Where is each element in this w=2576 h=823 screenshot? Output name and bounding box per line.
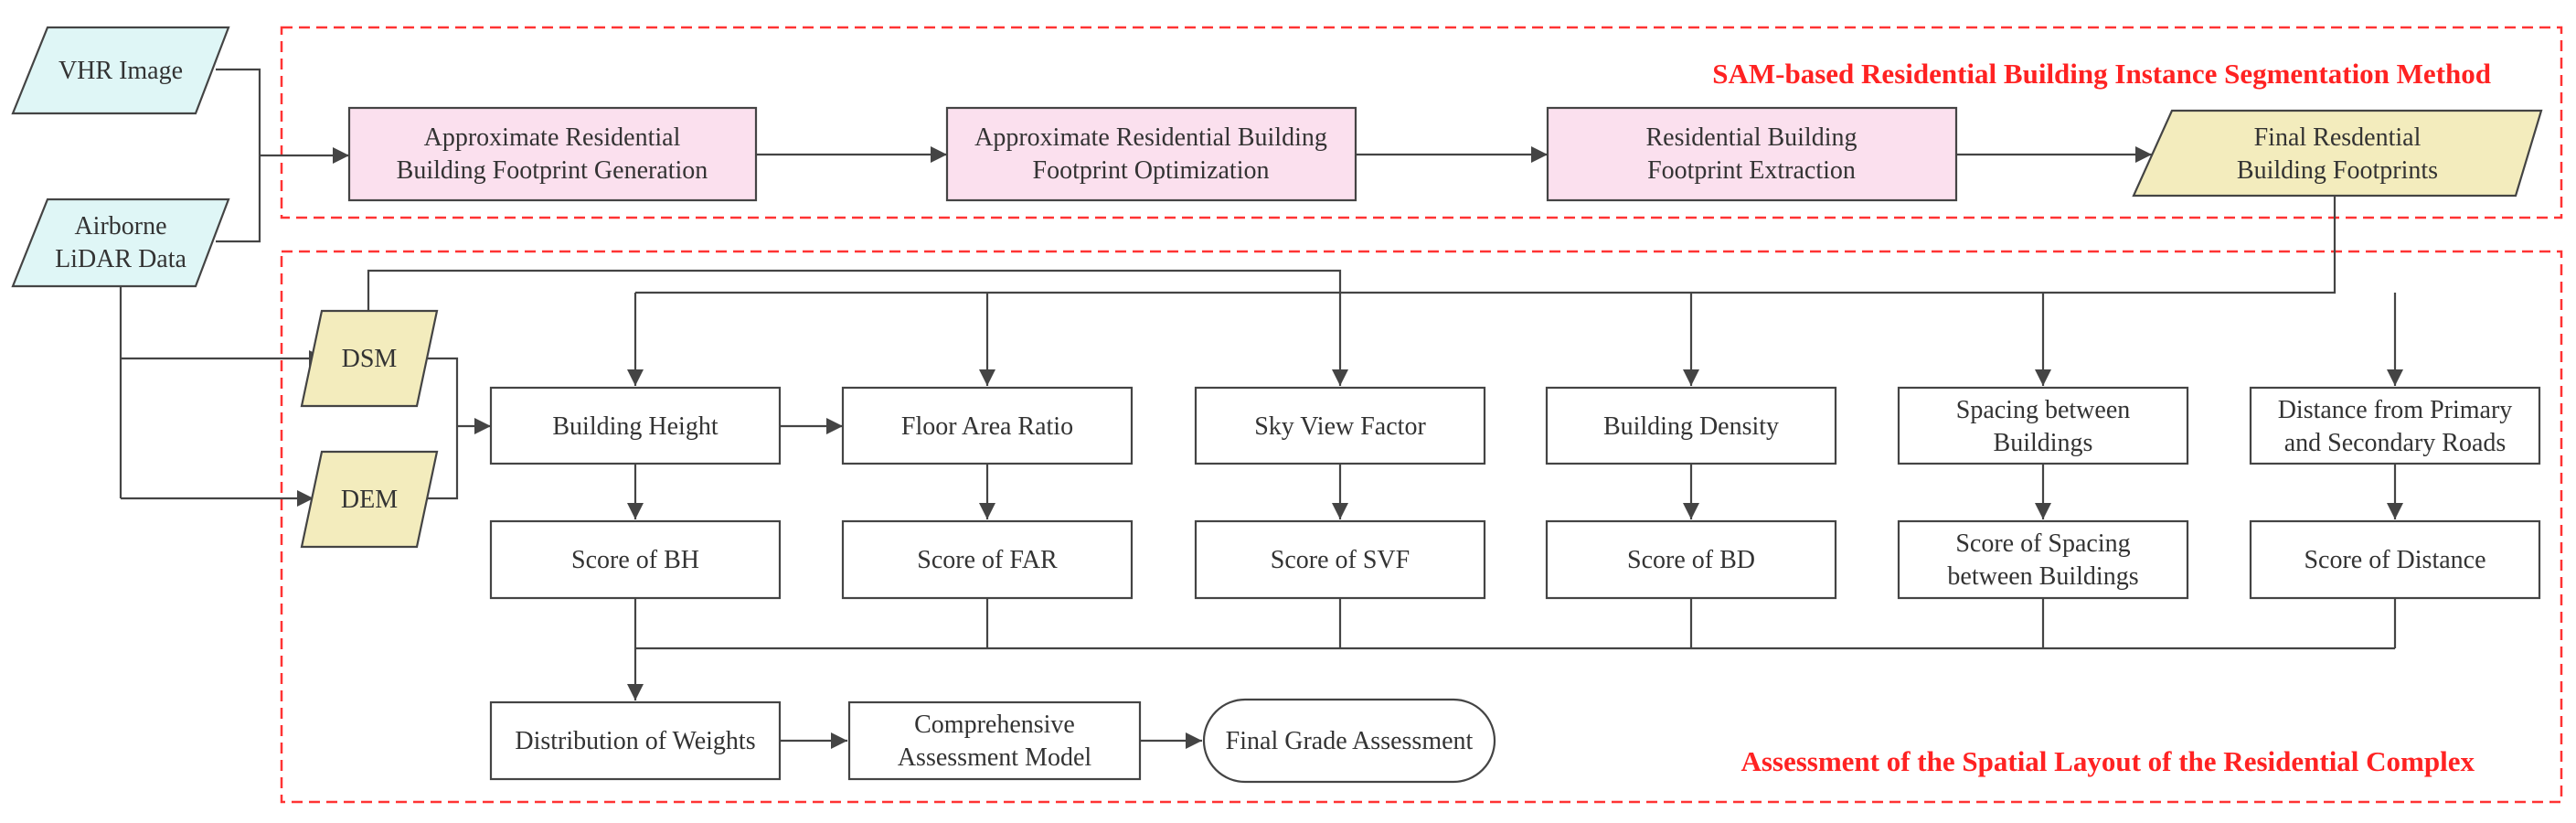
building-density-label: Building Density — [1603, 412, 1779, 441]
label-line: Residential Building — [1646, 123, 1857, 152]
label-line: Assessment Model — [898, 743, 1092, 772]
road-distance-label: Distance from Primary and Secondary Roads — [2278, 396, 2513, 457]
label-line: Score of FAR — [917, 546, 1058, 574]
label-line: Approximate Residential Building — [974, 123, 1327, 152]
road-distance-box: Distance from Primary and Secondary Roads — [2249, 386, 2541, 465]
score-bh-label: Score of BH — [571, 546, 699, 574]
dsm-label: DSM — [342, 345, 398, 373]
distribution-of-weights-label: Distribution of Weights — [515, 727, 755, 755]
label-line: Building Density — [1603, 412, 1779, 441]
label-line: Score of Spacing — [1955, 529, 2130, 558]
score-bd-box: Score of BD — [1545, 519, 1837, 600]
score-svf-label: Score of SVF — [1271, 546, 1410, 574]
label-line: DSM — [342, 345, 398, 373]
connector-lidar-merge — [216, 155, 261, 243]
score-svf-box: Score of SVF — [1194, 519, 1486, 600]
label-line: Airborne — [74, 212, 166, 240]
dsm-node: DSM — [300, 309, 439, 408]
building-height-label: Building Height — [552, 412, 718, 441]
label-line: Score of BH — [571, 546, 699, 574]
connector-dsm-bh — [428, 357, 459, 426]
label-line: Final Grade Assessment — [1226, 727, 1474, 755]
segmentation-group-title: SAM-based Residential Building Instance … — [1712, 58, 2491, 90]
label-line: Building Height — [552, 412, 718, 441]
building-density-box: Building Density — [1545, 386, 1837, 465]
score-bh-box: Score of BH — [489, 519, 782, 600]
connector-footprints-bus — [635, 194, 2336, 294]
label-line: Building Footprint Generation — [397, 156, 708, 185]
label-line: Final Resdential — [2254, 123, 2422, 152]
label-line: Distribution of Weights — [515, 727, 755, 755]
score-spacing-label: Score of Spacing between Buildings — [1947, 529, 2138, 591]
score-far-label: Score of FAR — [917, 546, 1058, 574]
dem-label: DEM — [341, 486, 398, 514]
distribution-of-weights-box: Distribution of Weights — [489, 700, 782, 781]
label-line: and Secondary Roads — [2284, 429, 2507, 457]
label-line: Buildings — [1994, 429, 2093, 457]
score-distance-box: Score of Distance — [2249, 519, 2541, 600]
label-line: Score of SVF — [1271, 546, 1410, 574]
label-line: Building Footprints — [2237, 156, 2438, 185]
label-line: Footprint Extraction — [1647, 156, 1856, 185]
vhr-image-node: VHR Image — [11, 26, 230, 115]
score-spacing-box: Score of Spacing between Buildings — [1897, 519, 2189, 600]
assessment-group-title: Assessment of the Spatial Layout of the … — [1740, 745, 2475, 777]
segmentation-group-frame — [280, 26, 2563, 219]
score-far-box: Score of FAR — [841, 519, 1134, 600]
floor-area-ratio-box: Floor Area Ratio — [841, 386, 1134, 465]
assessment-group-frame — [280, 250, 2563, 804]
sky-view-factor-label: Sky View Factor — [1254, 412, 1426, 441]
label-line: VHR Image — [59, 57, 183, 85]
final-grade-node: Final Grade Assessment — [1202, 698, 1496, 784]
label-line: between Buildings — [1947, 562, 2138, 591]
connectors — [119, 68, 2403, 749]
label-line: Spacing between — [1956, 396, 2131, 424]
connector-dem-bh — [417, 426, 459, 500]
label-line: Footprint Optimization — [1033, 156, 1270, 185]
label-line: DEM — [341, 486, 398, 514]
floor-area-ratio-label: Floor Area Ratio — [901, 412, 1073, 441]
label-line: Approximate Residential — [424, 123, 681, 152]
label-line: Sky View Factor — [1254, 412, 1426, 441]
final-grade-label: Final Grade Assessment — [1226, 727, 1474, 755]
label-line: Floor Area Ratio — [901, 412, 1073, 441]
label-line: Distance from Primary — [2278, 396, 2513, 424]
label-line: Score of Distance — [2304, 546, 2486, 574]
score-bd-label: Score of BD — [1627, 546, 1755, 574]
dem-node: DEM — [300, 450, 439, 549]
label-line: Score of BD — [1627, 546, 1755, 574]
sky-view-factor-box: Sky View Factor — [1194, 386, 1486, 465]
label-line: Comprehensive — [914, 711, 1075, 739]
connector-dsm-svf — [367, 269, 1348, 386]
vhr-image-label: VHR Image — [59, 57, 183, 85]
building-height-box: Building Height — [489, 386, 782, 465]
score-distance-label: Score of Distance — [2304, 546, 2486, 574]
connector-vhr-merge — [216, 68, 261, 155]
label-line: LiDAR Data — [55, 245, 186, 273]
